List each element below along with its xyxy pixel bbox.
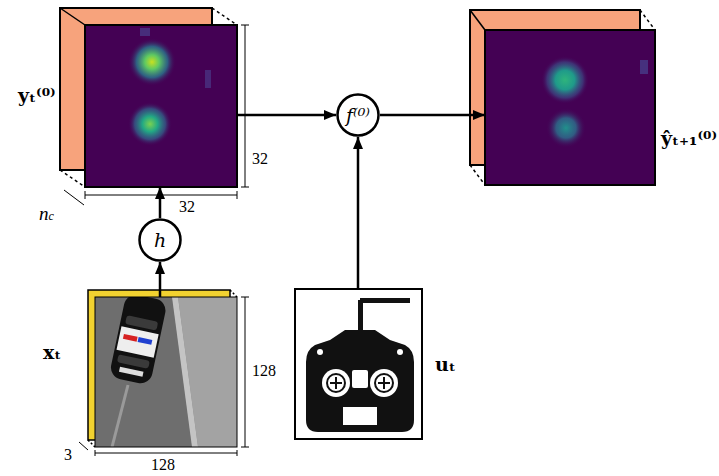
remote-body: [306, 330, 414, 432]
node-label: h: [154, 230, 166, 251]
depth-line: [640, 10, 655, 30]
light-bar: [123, 334, 138, 342]
dimension-tick: [241, 297, 249, 298]
image-stack: xₜ: [95, 297, 237, 447]
dimension-label: 3: [63, 446, 73, 464]
heatmap: [485, 30, 655, 185]
dimension-label: 128: [251, 362, 277, 380]
dimension-tick: [237, 191, 238, 199]
depth-line: [60, 8, 85, 25]
circle-shape: [140, 220, 181, 261]
heatmap: [85, 25, 237, 187]
switch-panel: [352, 370, 368, 388]
curb: [172, 297, 198, 447]
dimension-label: 128: [150, 456, 176, 474]
heat-blob: [128, 38, 176, 86]
control-input-box: uₜ: [294, 288, 423, 440]
windshield: [125, 315, 158, 330]
switch: [397, 349, 403, 355]
car-body: [109, 297, 168, 385]
node-label: f⁽⁰⁾: [346, 105, 370, 126]
joystick-ring: [327, 374, 345, 392]
depth-line: [60, 170, 85, 187]
dimension-line: [245, 25, 246, 187]
depth-line: [88, 440, 95, 447]
channel-label: nc: [38, 204, 55, 225]
joystick-cross: [335, 377, 337, 389]
image-frame: [95, 297, 237, 447]
connector-arrow: [237, 114, 336, 117]
feature-map-stack: ŷₜ₊₁⁽⁰⁾: [485, 30, 655, 185]
depth-line: [470, 10, 485, 30]
node-label: yₜ⁽⁰⁾: [18, 85, 56, 106]
connector-arrow: [357, 137, 360, 288]
joystick-ring: [375, 374, 393, 392]
connector-arrow: [380, 114, 485, 117]
function-circle: h: [138, 218, 182, 262]
lane-mark: [112, 385, 128, 447]
dimension-line: [95, 453, 237, 454]
depth-line: [230, 290, 237, 297]
heat-blob: [128, 102, 172, 146]
heat-pixel: [205, 70, 211, 88]
node-label: ŷₜ₊₁⁽⁰⁾: [661, 128, 717, 149]
heat-blob: [546, 108, 586, 148]
screen: [343, 407, 377, 425]
dimension-tick: [237, 450, 238, 456]
depth-line: [212, 8, 237, 25]
car-door: [117, 326, 159, 357]
dimension-tick: [241, 25, 249, 26]
connector-arrow: [159, 262, 162, 297]
switch: [317, 349, 323, 355]
dimension-line: [64, 190, 84, 205]
antenna: [360, 298, 410, 303]
light-bar: [138, 337, 153, 345]
dimension-tick: [241, 187, 249, 188]
depth-line: [470, 165, 485, 185]
dimension-tick: [95, 450, 96, 456]
joystick-cross: [383, 377, 385, 389]
circle-shape: [338, 95, 379, 136]
joystick: [370, 369, 398, 397]
node-label: uₜ: [435, 354, 456, 375]
dimension-tick: [85, 191, 86, 199]
feature-map-stack: yₜ⁽⁰⁾: [85, 25, 237, 187]
dimension-tick: [241, 447, 249, 448]
car-marking: [119, 367, 144, 377]
connector-arrow: [159, 187, 162, 218]
heat-pixel: [140, 28, 150, 36]
heat-blob: [541, 56, 589, 104]
dimension-label: 32: [178, 198, 196, 216]
function-circle: f⁽⁰⁾: [336, 93, 380, 137]
node-label: xₜ: [43, 342, 61, 363]
dimension-line: [79, 442, 88, 450]
remote-control-icon: [306, 298, 414, 432]
antenna-stalk: [358, 300, 363, 332]
dimension-line: [245, 297, 246, 447]
rear-window: [117, 354, 150, 368]
heat-pixel: [640, 60, 648, 74]
dimension-label: 32: [251, 150, 269, 168]
joystick: [322, 369, 350, 397]
camera-image: [95, 297, 237, 447]
police-car: [109, 297, 168, 385]
